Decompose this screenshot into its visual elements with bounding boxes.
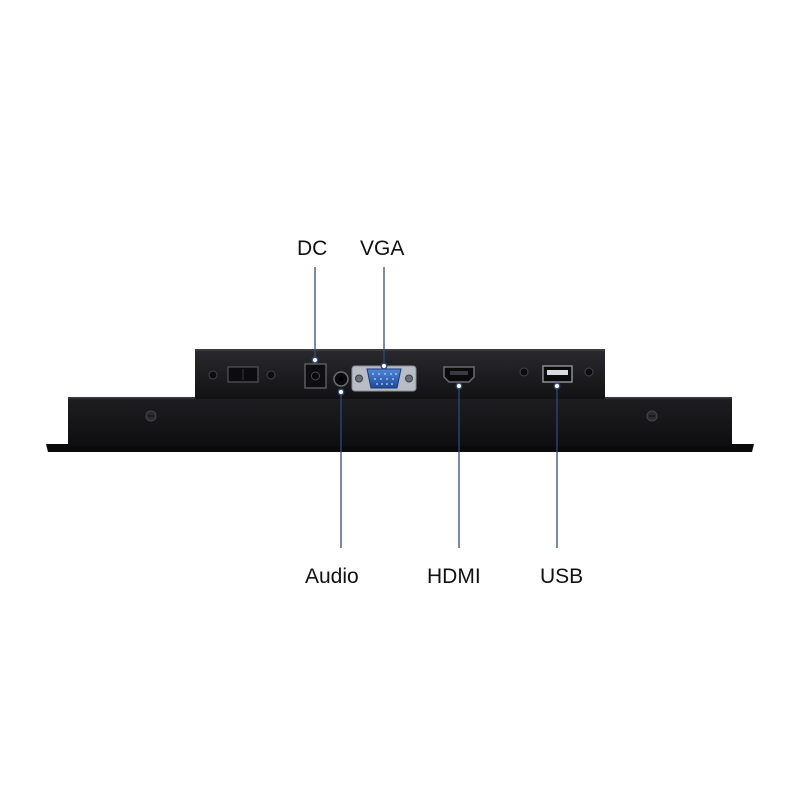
screw-icon [519, 367, 529, 377]
vga-port-icon [351, 365, 417, 392]
dc-leader-dot [311, 356, 319, 364]
vga-leader-dot [380, 362, 388, 370]
audio-label: Audio [305, 565, 359, 588]
hdmi-port-icon [443, 366, 475, 383]
callout-lines [311, 267, 561, 548]
hdmi-leader-dot [455, 382, 463, 390]
dc-jack-icon [304, 363, 327, 389]
dc-label: DC [297, 237, 328, 260]
usb-label: USB [540, 565, 584, 588]
screw-icon [584, 367, 594, 377]
audio-leader-dot [337, 388, 345, 396]
chassis-body [68, 397, 732, 446]
usb-leader-dot [553, 382, 561, 390]
screw-icon [208, 370, 218, 380]
audio-jack-icon [333, 371, 349, 387]
hdmi-label: HDMI [427, 565, 481, 588]
screw-icon [145, 410, 157, 422]
screw-icon [646, 410, 658, 422]
vga-label: VGA [360, 237, 405, 260]
screw-icon [266, 370, 276, 380]
usb-port-icon [542, 365, 573, 383]
power-switch-icon [227, 366, 259, 383]
